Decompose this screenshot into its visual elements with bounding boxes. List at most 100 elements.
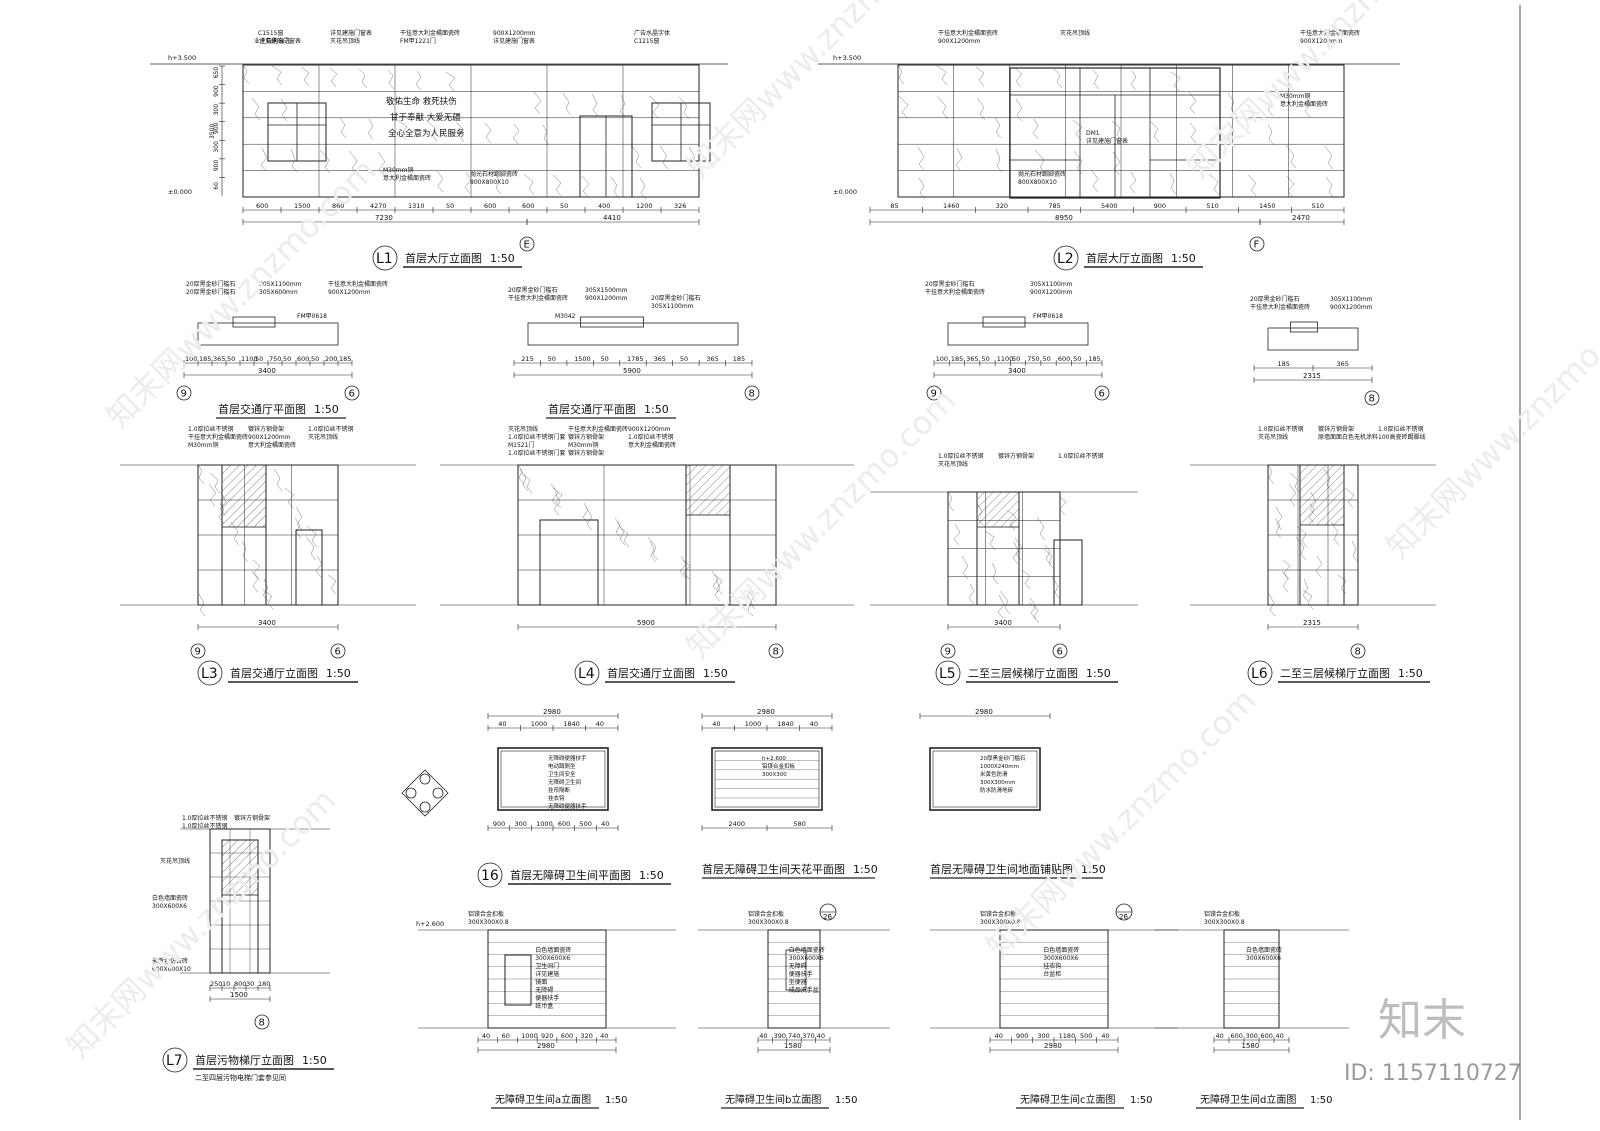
marble-vein: [1111, 120, 1123, 142]
key-bubble: [432, 787, 444, 799]
material-label: 防水防滑地砖: [980, 786, 1014, 794]
drawing-tag-circle: [935, 660, 961, 686]
drawing-tag-circle: [372, 245, 398, 271]
marble-vein: [968, 583, 975, 605]
marble-vein: [1267, 124, 1275, 146]
drawing-title: 首层交通厅立面图: [230, 666, 318, 680]
watermark-text: 知末网www.znzmo.com: [679, 381, 964, 666]
level-mark: h+3.500: [833, 54, 861, 62]
drawing-tag-circle: [197, 660, 223, 686]
marble-vein: [1169, 172, 1177, 195]
marble-vein: [1344, 487, 1355, 509]
material-label: 干挂意大利金橘面瓷砖: [328, 280, 388, 288]
dimension-value: 2400: [729, 820, 746, 828]
dimension-value: 390: [774, 1032, 786, 1040]
material-label: 305X1100mm: [259, 281, 302, 288]
marble-vein: [397, 119, 408, 141]
watermark-text: 知末网www.znzmo.com: [679, 0, 964, 186]
drawing-tag: L3: [201, 666, 218, 682]
dimension-value: 50: [1043, 355, 1051, 363]
vertical-dimension-value: 60: [213, 182, 220, 190]
dimension-value: 1500: [294, 202, 311, 210]
level-mark: h+3.500: [168, 54, 196, 62]
marble-vein: [1324, 145, 1334, 170]
marble-vein: [1315, 555, 1323, 578]
watermark-text: 知末网www.znzmo.com: [1179, 0, 1464, 186]
axis-label: 8: [773, 647, 779, 658]
axis-bubble: [344, 385, 360, 401]
dimension-value: 900: [1154, 202, 1166, 210]
marble-vein: [994, 117, 1002, 139]
dimension-value: 185: [1088, 355, 1100, 363]
material-label: 干挂意大利金橘面瓷砖: [508, 294, 568, 302]
material-label: 白色墙面瓷砖: [1043, 946, 1079, 954]
level-mark: h+2.600: [416, 920, 444, 928]
marble-vein: [614, 517, 622, 539]
toilet-door: [504, 954, 532, 1006]
material-label: 意大利金橘面瓷砖: [248, 441, 296, 449]
marble-vein: [616, 521, 626, 546]
marble-vein: [533, 91, 542, 115]
drawing-title: 首层污物梯厅立面图: [195, 1053, 294, 1067]
dimension-total: 2315: [1303, 619, 1321, 627]
marble-vein: [1267, 464, 1275, 485]
marble-vein: [630, 144, 642, 169]
dimension-total: 3400: [258, 619, 276, 627]
marble-vein: [955, 147, 963, 172]
plan-wall: [947, 322, 1089, 346]
material-label: 1.0厚拉丝不锈钢: [1058, 452, 1104, 460]
marble-vein: [619, 94, 626, 118]
axis-bubble: [190, 643, 206, 659]
drawing-scale: 1:50: [314, 403, 339, 416]
dimension-total: 5900: [623, 367, 641, 375]
material-label: 便器扶手: [789, 970, 813, 978]
marble-vein: [647, 536, 659, 561]
drawing-title: 首层交通厅平面图: [218, 402, 306, 416]
marble-vein: [445, 71, 456, 92]
material-label: 干挂意大利金橘面瓷砖: [1300, 29, 1360, 37]
dimension-value: 600: [1058, 355, 1070, 363]
dimension-value: 180: [258, 980, 270, 988]
elevator-door-plan: [580, 316, 644, 328]
material-label: 灭花吊顶线: [308, 433, 338, 441]
marble-vein: [1112, 151, 1121, 176]
material-label: 镀锌方钢骨架: [248, 425, 284, 433]
marble-vein: [1227, 123, 1235, 145]
plan-wall: [527, 322, 739, 346]
marble-vein: [898, 95, 909, 119]
axis-bubble: [519, 236, 535, 252]
dimension-value: 740: [788, 1032, 800, 1040]
material-label: 20厚黑金砂门槛石: [980, 754, 1026, 762]
dimension-value: 40: [995, 1032, 1003, 1040]
material-label: 台盆柜: [1043, 970, 1061, 978]
material-label: 1.0厚拉丝不锈钢: [1378, 425, 1424, 433]
plan-wall: [1267, 327, 1359, 351]
marble-vein: [1295, 536, 1307, 561]
material-label: 镀锌方钢骨架: [234, 814, 270, 822]
axis-label: 6: [1099, 389, 1105, 400]
marble-vein: [581, 175, 590, 198]
dimension-value: 1000: [536, 820, 553, 828]
dimension-value: 40: [712, 720, 720, 728]
material-label: 抛光石材踢脚瓷砖: [1018, 170, 1066, 178]
dimension-value: 365: [653, 355, 665, 363]
axis-bubble: [1364, 390, 1380, 406]
material-label: 镀锌方钢骨架: [568, 449, 604, 457]
marble-vein: [1015, 98, 1023, 122]
material-label: 1.0厚拉丝不锈钢: [1258, 425, 1304, 433]
material-label: 1.0厚拉丝不锈钢门套: [508, 433, 566, 441]
dimension-value: 510: [1206, 202, 1218, 210]
marble-vein: [679, 555, 687, 578]
marble-vein: [591, 93, 599, 117]
door: [539, 519, 599, 606]
drawing-scale: 1:50: [326, 667, 351, 680]
marble-vein: [562, 92, 572, 116]
material-label: 挂帘隔断: [548, 786, 571, 794]
material-label: 900X1200mm: [493, 30, 536, 37]
material-label: 20厚黑金砂门槛石: [1250, 295, 1300, 303]
marble-vein: [1029, 597, 1037, 620]
material-label: 20厚黑金砂门槛石: [186, 288, 236, 296]
marble-vein: [1337, 574, 1347, 595]
dimension-value: 40: [596, 720, 604, 728]
dimension-value: 750: [1027, 355, 1039, 363]
